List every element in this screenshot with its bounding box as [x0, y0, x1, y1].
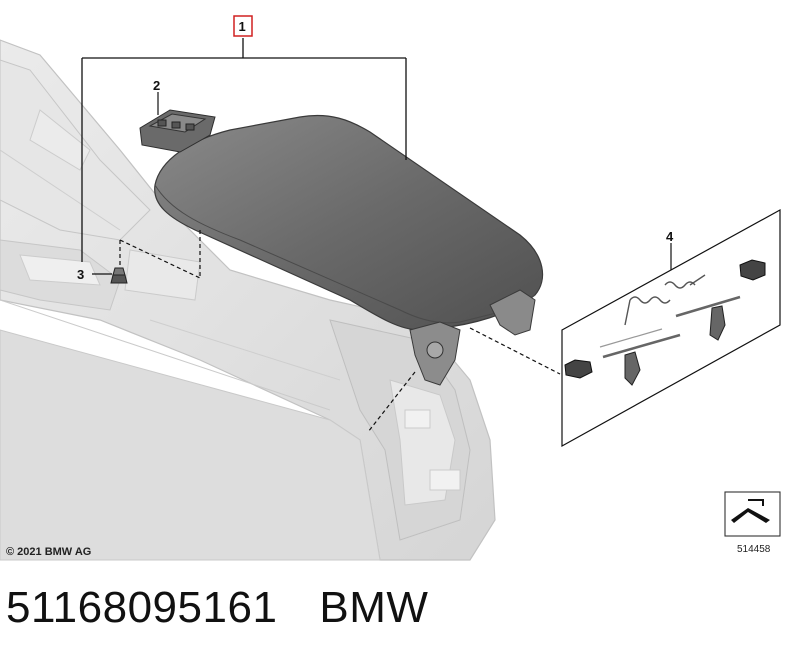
expanding-rivet — [110, 267, 128, 284]
leader-lines — [119, 230, 561, 433]
callout-2: 2 — [153, 78, 160, 93]
reference-icon — [724, 491, 781, 537]
svg-text:1: 1 — [239, 19, 246, 34]
spring-coil — [624, 274, 706, 326]
copyright-text: © 2021 BMW AG — [6, 546, 91, 558]
callout-1-box — [233, 15, 253, 37]
callout-1-bracket — [81, 38, 407, 262]
spring-kit-frame — [561, 208, 781, 448]
part-number: 51168095161 — [6, 583, 278, 632]
reference-number: 514458 — [737, 544, 771, 555]
callout-leaders — [92, 92, 672, 275]
spring-kit — [564, 259, 766, 386]
callout-3: 3 — [77, 267, 84, 282]
part-caption: 51168095161 BMW — [6, 583, 428, 633]
storage-insert — [139, 109, 216, 153]
callout-4: 4 — [666, 229, 674, 244]
armrest-lid — [154, 114, 544, 386]
callout-1: 1 — [233, 15, 253, 37]
brand-name: BMW — [319, 583, 429, 632]
parts-diagram: 1 2 3 4 © 2021 BMW AG 514458 — [0, 15, 781, 561]
